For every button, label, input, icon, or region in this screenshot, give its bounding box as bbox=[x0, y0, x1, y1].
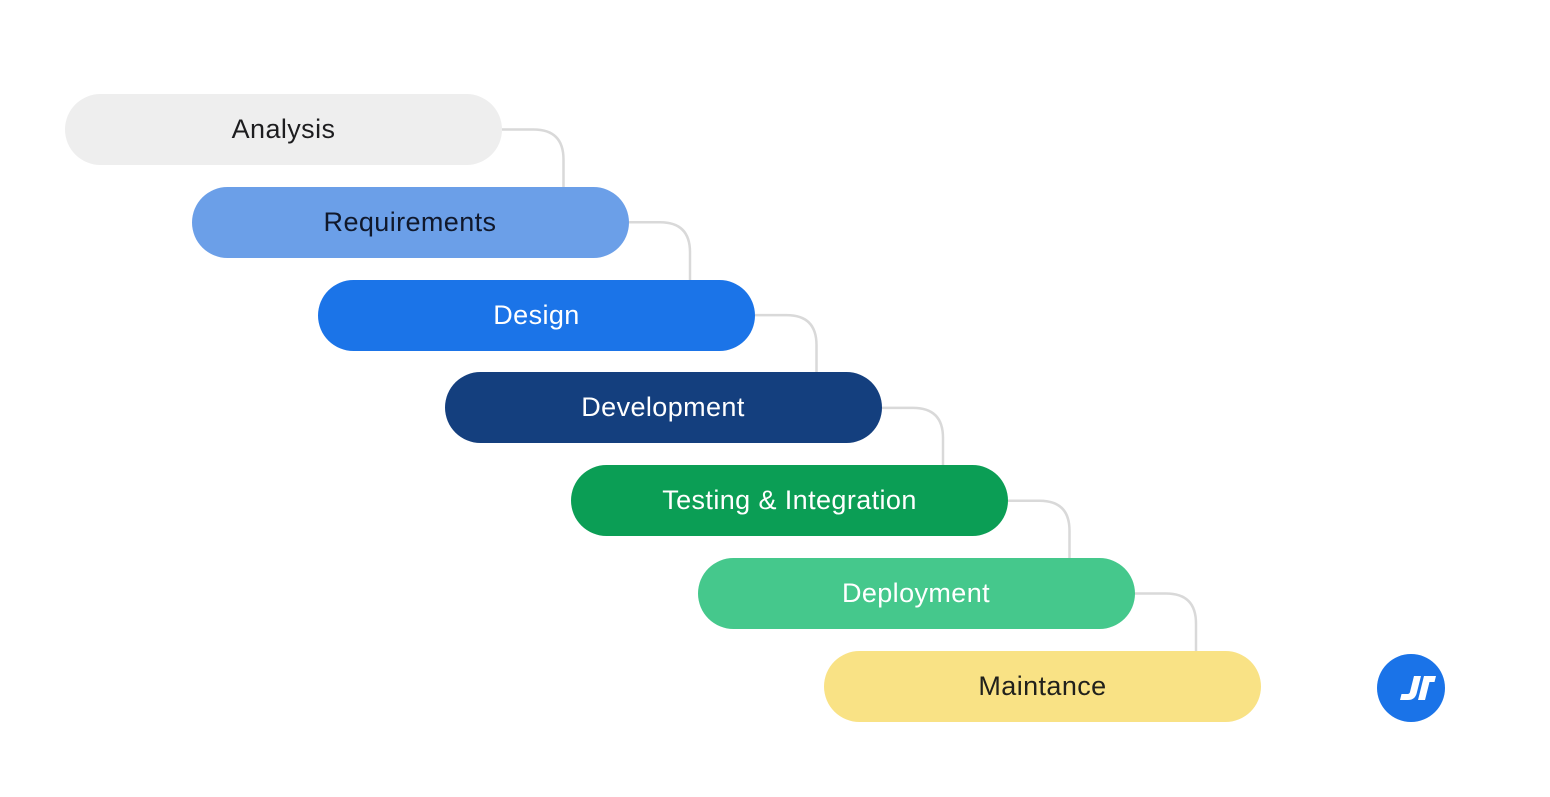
stage-label: Design bbox=[493, 299, 580, 330]
connector-line bbox=[1008, 499, 1071, 562]
stage-pill: Testing & Integration bbox=[571, 465, 1008, 537]
connector-line bbox=[881, 406, 945, 470]
stage-label: Development bbox=[581, 392, 745, 423]
connector-line bbox=[628, 221, 692, 284]
connector-line bbox=[755, 313, 818, 377]
stage-pill: Analysis bbox=[65, 94, 502, 165]
stage-label: Maintance bbox=[978, 670, 1107, 701]
connector-line bbox=[502, 128, 565, 191]
connector-line bbox=[1134, 592, 1198, 655]
stage-pill: Deployment bbox=[697, 558, 1135, 629]
stage-pill: Design bbox=[318, 279, 755, 351]
stage-pill: Requirements bbox=[191, 186, 629, 258]
stage-pill: Maintance bbox=[824, 650, 1261, 722]
stage-label: Testing & Integration bbox=[662, 485, 917, 516]
stage-label: Deployment bbox=[841, 578, 991, 608]
stage-label: Requirements bbox=[323, 206, 497, 237]
brand-logo-icon bbox=[1377, 654, 1445, 722]
stage-pill: Development bbox=[444, 372, 882, 444]
stage-label: Analysis bbox=[231, 114, 336, 144]
